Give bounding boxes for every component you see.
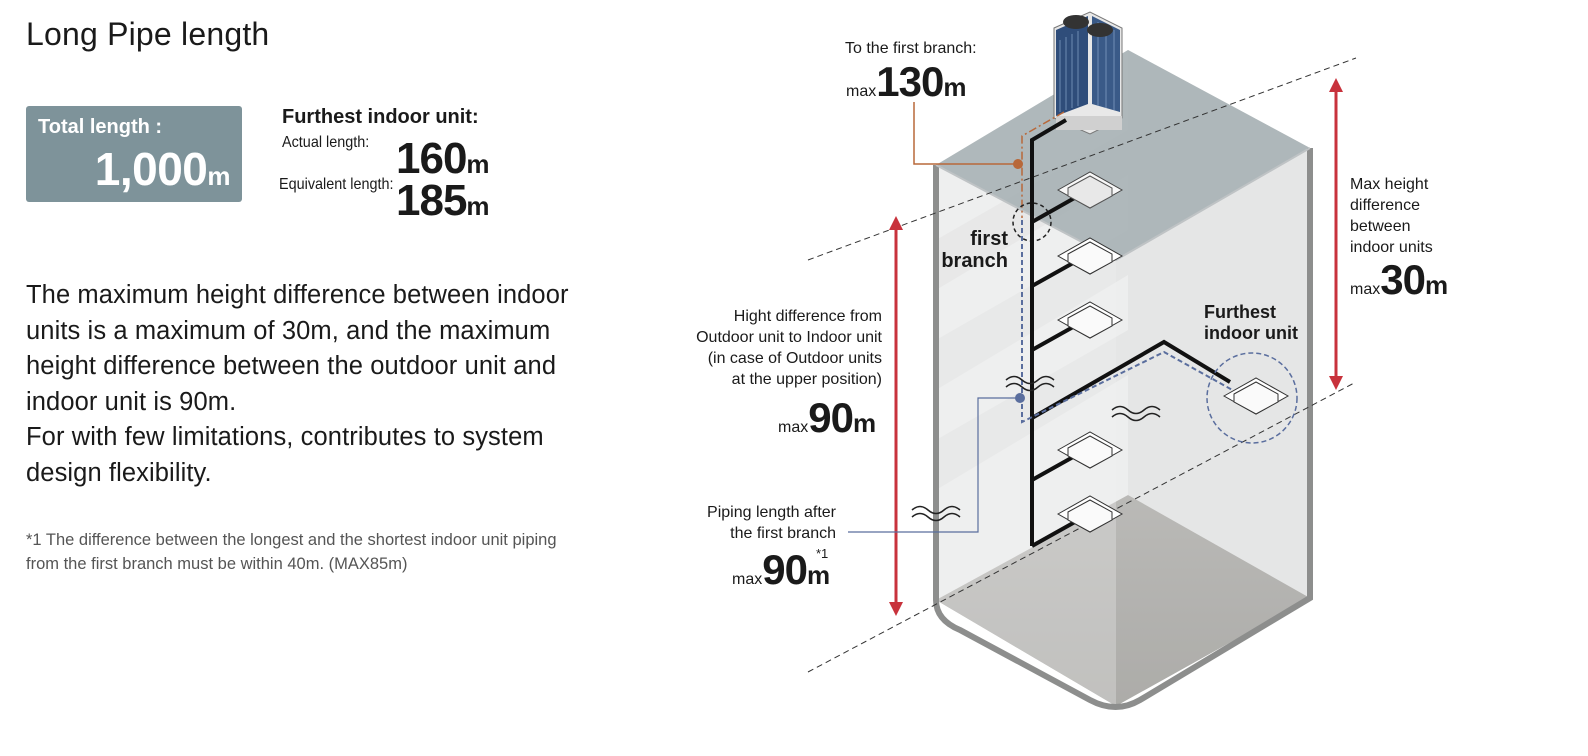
max-value: 90 bbox=[762, 546, 808, 593]
first-branch-label-line: branch bbox=[941, 250, 1008, 272]
max-prefix: max bbox=[732, 571, 763, 588]
first-branch-caption: To the first branch: bbox=[845, 40, 977, 57]
max-unit: m bbox=[806, 560, 831, 590]
furthest-unit-label-line: Furthest bbox=[1204, 302, 1276, 322]
first-branch-label-line: first bbox=[970, 228, 1008, 250]
furthest-unit-label: Furthest indoor unit bbox=[1204, 302, 1298, 344]
piping-after-caption-line: Piping length after bbox=[707, 504, 836, 521]
height-diff-caption-line: Hight difference from bbox=[733, 308, 882, 325]
actual-length-row: Actual length: bbox=[282, 134, 379, 152]
height-arrow-left bbox=[889, 216, 903, 616]
piping-callout-line bbox=[848, 397, 1020, 533]
indoor-diff-max: max30m bbox=[1350, 256, 1448, 304]
height-diff-caption-line: (in case of Outdoor units bbox=[707, 350, 882, 367]
equivalent-length-unit: m bbox=[466, 191, 490, 221]
indoor-diff-caption-line: indoor units bbox=[1350, 239, 1433, 256]
piping-after-note: *1 bbox=[816, 546, 829, 561]
actual-length-number: 160 bbox=[396, 134, 467, 183]
height-diff-max: max90m bbox=[778, 394, 876, 442]
indoor-unit-icon bbox=[1056, 237, 1124, 275]
furthest-indoor-unit-icon bbox=[1222, 377, 1290, 415]
height-diff-caption: Hight difference from Outdoor unit to In… bbox=[690, 306, 882, 390]
max-value: 130 bbox=[876, 58, 944, 105]
max-prefix: max bbox=[1350, 281, 1381, 298]
page-title: Long Pipe length bbox=[26, 16, 270, 52]
building-side-glass bbox=[1116, 148, 1310, 706]
piping-after-max: max90m bbox=[732, 546, 830, 594]
description-paragraph-1: The maximum height difference between in… bbox=[26, 281, 569, 416]
indoor-unit-icon bbox=[1056, 171, 1124, 209]
outdoor-unit-icon bbox=[1053, 11, 1123, 135]
piping-callout-dot bbox=[1015, 393, 1025, 403]
first-branch-callout-dot bbox=[1013, 159, 1023, 169]
first-branch-label: first branch bbox=[930, 228, 1008, 272]
total-length-value: 1,000m bbox=[94, 142, 231, 196]
orange-pipe-route bbox=[1021, 111, 1065, 218]
furthest-unit-marker bbox=[1206, 352, 1298, 444]
height-arrow-right bbox=[1329, 78, 1343, 390]
actual-length-label: Actual length: bbox=[282, 134, 370, 151]
indoor-unit-icon bbox=[1056, 495, 1124, 533]
roof-edge bbox=[935, 147, 1311, 262]
furthest-heading: Furthest indoor unit: bbox=[282, 106, 479, 128]
equivalent-length-value: 185m bbox=[396, 176, 490, 226]
first-branch-max: max130m bbox=[846, 58, 966, 106]
piping-after-caption: Piping length after the first branch bbox=[690, 502, 836, 544]
equivalent-length-row: Equivalent length: bbox=[279, 176, 406, 194]
total-length-unit: m bbox=[207, 161, 230, 191]
description: The maximum height difference between in… bbox=[26, 278, 626, 491]
max-prefix: max bbox=[778, 419, 809, 436]
height-diff-caption-line: at the upper position) bbox=[731, 371, 882, 388]
indoor-diff-caption-line: Max height bbox=[1350, 176, 1429, 193]
equivalent-length-label: Equivalent length: bbox=[279, 176, 394, 193]
max-value: 30 bbox=[1380, 256, 1426, 303]
footnote: *1 The difference between the longest an… bbox=[26, 531, 557, 573]
description-paragraph-2: For with few limitations, contributes to… bbox=[26, 423, 544, 487]
furthest-unit-label-line: indoor unit bbox=[1204, 323, 1298, 343]
furthest-route-line bbox=[1021, 220, 1237, 424]
height-diff-caption-line: Outdoor unit to Indoor unit bbox=[696, 329, 882, 346]
indoor-diff-caption: Max height difference between indoor uni… bbox=[1350, 174, 1433, 258]
break-mark-icon bbox=[911, 375, 1161, 522]
first-branch-callout-line bbox=[913, 102, 1018, 165]
total-length-label: Total length : bbox=[38, 116, 163, 138]
max-unit: m bbox=[852, 408, 877, 438]
indoor-unit-icon bbox=[1056, 431, 1124, 469]
building-front-glass bbox=[936, 165, 1116, 706]
max-unit: m bbox=[1424, 270, 1449, 300]
actual-length-unit: m bbox=[466, 149, 490, 179]
max-unit: m bbox=[943, 72, 967, 102]
building-outline bbox=[933, 148, 1313, 710]
actual-length-value: 160m bbox=[396, 134, 490, 184]
max-prefix: max bbox=[846, 83, 877, 100]
equivalent-length-number: 185 bbox=[396, 176, 467, 225]
piping-after-caption-line: the first branch bbox=[730, 525, 836, 542]
level-line-top bbox=[807, 57, 1357, 261]
max-value: 90 bbox=[808, 394, 854, 441]
total-length-number: 1,000 bbox=[94, 143, 208, 195]
indoor-diff-caption-line: between bbox=[1350, 218, 1411, 235]
total-length-badge: Total length : 1,000m bbox=[26, 106, 242, 202]
indoor-unit-icon bbox=[1056, 301, 1124, 339]
indoor-diff-caption-line: difference bbox=[1350, 197, 1420, 214]
building-roof bbox=[936, 50, 1310, 260]
